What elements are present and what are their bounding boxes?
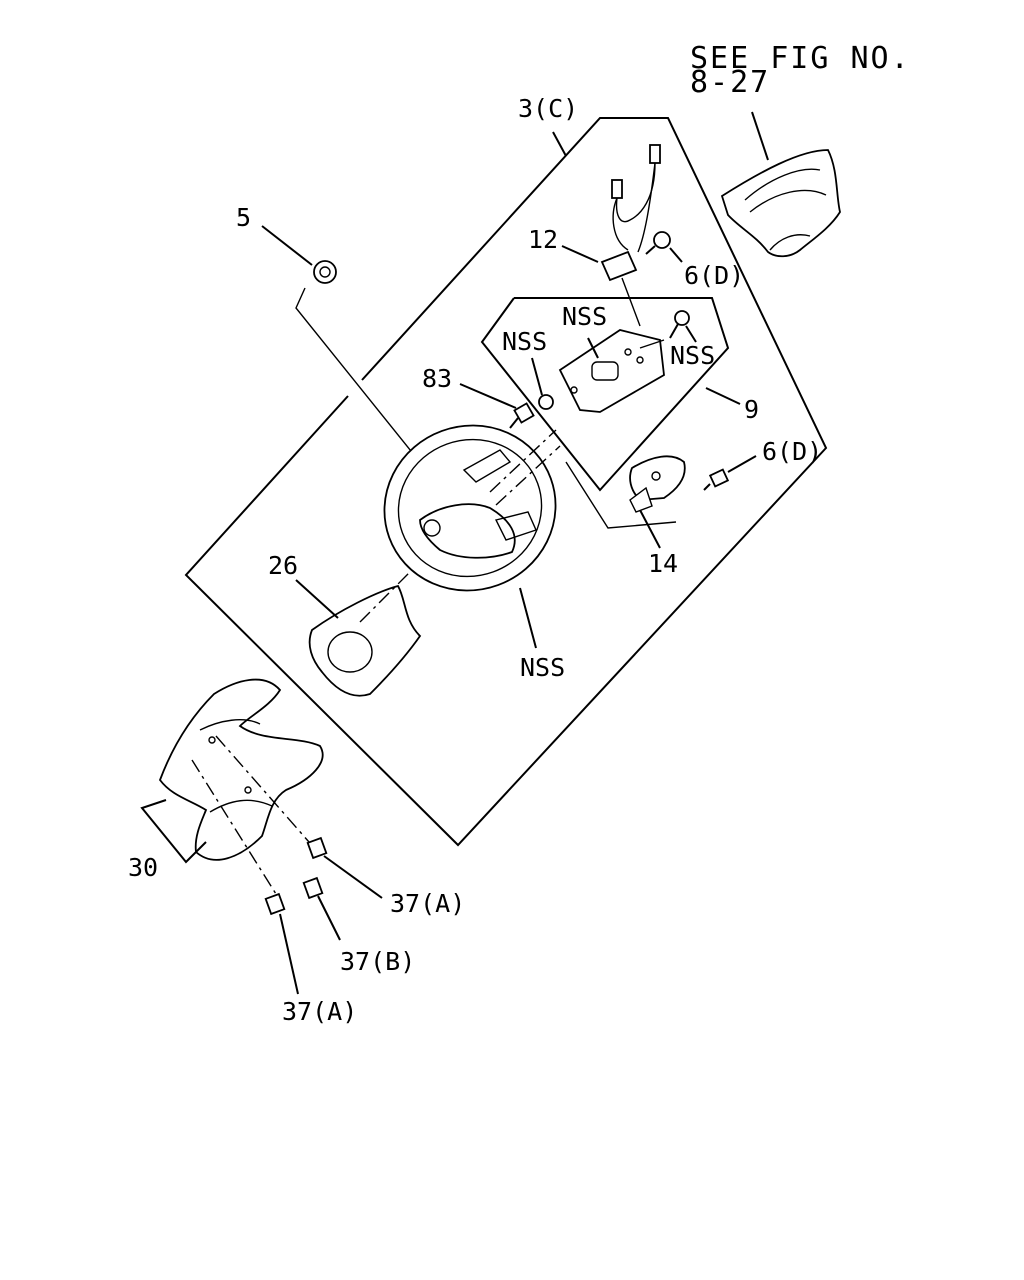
callout-9: 9 <box>744 395 759 424</box>
callout-3c: 3(C) <box>518 94 578 123</box>
callout-26: 26 <box>268 551 298 580</box>
callout-30: 30 <box>128 853 158 882</box>
screw-37a-bottom <box>264 892 299 995</box>
pad-bracket-body <box>558 329 665 413</box>
callout-6d-top: 6(D) <box>684 261 744 290</box>
callout-37a-bottom: 37(A) <box>282 997 357 1026</box>
assembly-3c-frame <box>184 117 828 847</box>
callout-83: 83 <box>422 364 452 393</box>
callout-6d-middle: 6(D) <box>762 437 822 466</box>
steering-wheel <box>383 424 561 649</box>
horn-pad-26 <box>295 569 422 697</box>
callout-14: 14 <box>648 549 678 578</box>
screw-37a-right <box>306 836 383 899</box>
callout-nss-wheel: NSS <box>520 653 565 682</box>
screw-6d-top <box>645 231 683 263</box>
harness-part-12 <box>561 144 661 327</box>
callout-5: 5 <box>236 203 251 232</box>
callout-12: 12 <box>528 225 558 254</box>
callout-nss-right: NSS <box>670 341 715 370</box>
callout-nss-top: NSS <box>562 302 607 331</box>
switch-cover-14 <box>629 455 686 513</box>
reference-note-line2: 8-27 <box>690 65 770 100</box>
bolt-part-83 <box>459 383 535 429</box>
nut-nss-left <box>531 357 554 410</box>
callout-nss-left: NSS <box>502 327 547 356</box>
reference-cover-part <box>720 111 841 258</box>
column-cover-30 <box>140 678 324 895</box>
nut-part-5 <box>261 225 461 513</box>
callout-37a-right: 37(A) <box>390 889 465 918</box>
screw-nss-right <box>669 310 697 343</box>
switch-14-frame <box>565 461 677 549</box>
reference-note-line1: SEE FIG NO. <box>690 41 911 76</box>
screw-6d-middle <box>703 455 757 491</box>
screw-37b <box>302 876 341 941</box>
pad-bracket-9-frame <box>480 297 741 492</box>
callout-37b: 37(B) <box>340 947 415 976</box>
